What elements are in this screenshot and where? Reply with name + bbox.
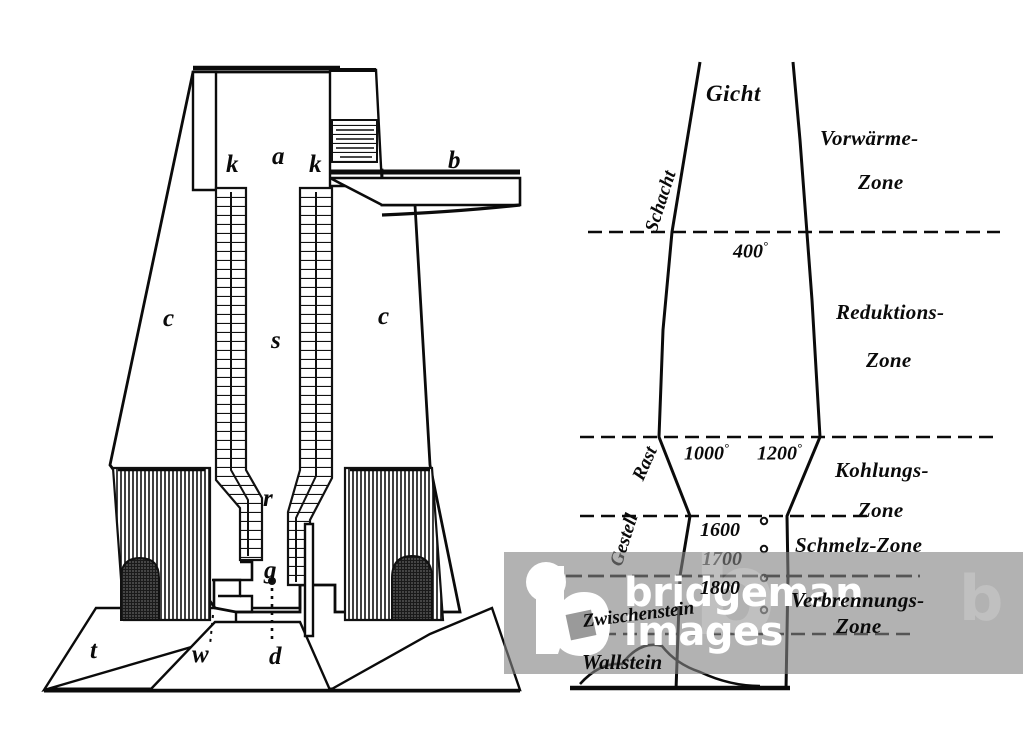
arch-opening-left [120, 556, 160, 621]
label-gicht: Gicht [706, 81, 761, 106]
degree-dot-1600 [759, 516, 769, 526]
zone-reduktions-line2: Zone [866, 348, 912, 372]
zone-kohlungs-line1: Kohlungs- [835, 458, 929, 482]
callout-c-left: c [163, 305, 175, 332]
earth-mound-right [325, 606, 522, 692]
earth-mound-center [147, 620, 332, 692]
callout-g: g [264, 557, 277, 584]
temp-1200: 1200° [757, 442, 802, 464]
temp-1600-value: 1600 [700, 519, 740, 541]
arch-opening-right [391, 554, 433, 621]
temp-1800: 1800 [700, 578, 740, 598]
profile-left-wall [657, 61, 702, 691]
temp-1700-value: 1700 [702, 548, 742, 570]
temp-1000-value: 1000 [684, 442, 724, 465]
temp-1000: 1000° [684, 442, 729, 464]
temp-400-unit: ° [763, 239, 768, 253]
temp-1200-value: 1200 [757, 442, 797, 465]
temp-1800-value: 1800 [700, 577, 740, 599]
zone-reduktions-line1: Reduktions- [836, 300, 945, 324]
zone-verbrennungs-line1: Verbrennungs- [791, 588, 925, 612]
chimney-hatch-block [331, 119, 378, 163]
zone-schmelz: Schmelz-Zone [795, 533, 923, 557]
callout-k-left: k [226, 151, 239, 178]
degree-dot-1800 [759, 573, 769, 583]
zone-vorwaerme-line1: Vorwärme- [820, 126, 919, 150]
w-leader [209, 614, 214, 646]
lining-left [214, 186, 264, 562]
callout-b: b [448, 147, 461, 174]
zone-vorwaerme-line2: Zone [858, 170, 904, 194]
degree-dot-1700 [759, 544, 769, 554]
callout-c-right: c [378, 303, 390, 330]
degree-dot-1900 [759, 605, 769, 615]
tap-channel-left [212, 560, 254, 608]
temp-1700: 1700 [702, 549, 742, 569]
temp-400: 400° [733, 240, 768, 262]
callout-r: r [263, 485, 273, 512]
temp-400-value: 400 [733, 240, 763, 263]
temp-1000-unit: ° [724, 441, 729, 455]
temp-1600: 1600 [700, 520, 740, 540]
callout-s: s [271, 327, 281, 354]
blast-pipe [303, 522, 315, 638]
platform-arch [381, 203, 521, 217]
tap-hole-marker [268, 577, 276, 585]
callout-k-right: k [309, 151, 322, 178]
callout-t: t [90, 637, 97, 664]
zone-kohlungs-line2: Zone [858, 498, 904, 522]
callout-a: a [272, 143, 285, 170]
callout-w: w [192, 641, 209, 668]
callout-d: d [269, 643, 282, 670]
hearth-floor [252, 585, 302, 610]
temp-1200-unit: ° [797, 441, 802, 455]
label-wallstein: Wallstein [582, 650, 663, 674]
zone-verbrennungs-line2: Zone [836, 614, 882, 638]
